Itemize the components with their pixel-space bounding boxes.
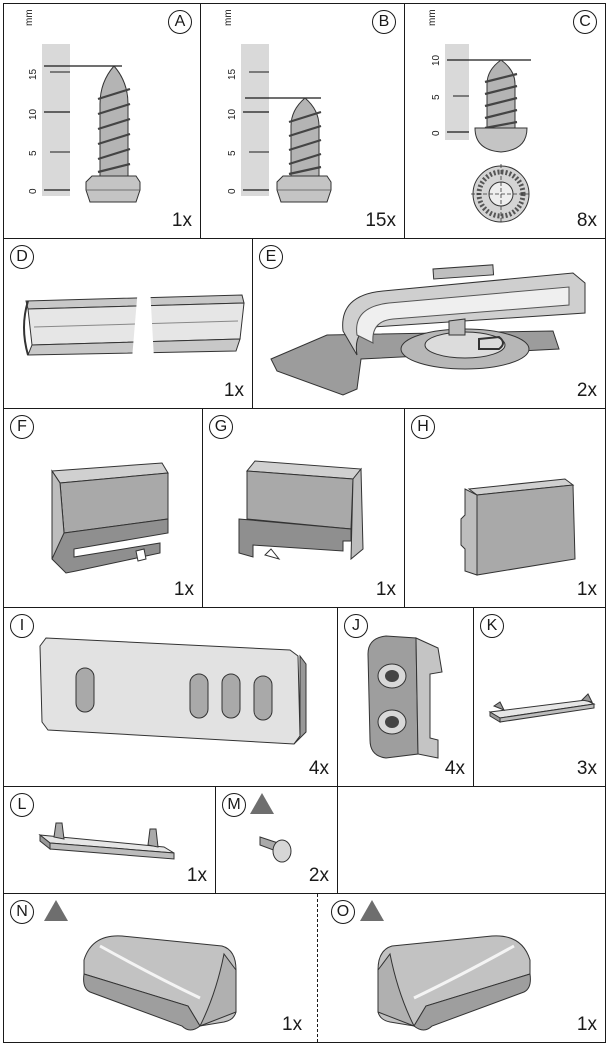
ruler-tick-label: 10 xyxy=(227,108,238,120)
part-quantity: 1x xyxy=(173,579,194,600)
part-letter: C xyxy=(573,10,597,34)
bracket-with-rotary-lock xyxy=(270,264,586,396)
part-quantity: 1x xyxy=(171,210,192,231)
part-quantity: 1x xyxy=(375,579,396,600)
part-letter: J xyxy=(344,614,368,638)
part-quantity: 8x xyxy=(576,210,597,231)
ruler-tick-label: 0 xyxy=(431,130,442,136)
warning-triangle-icon xyxy=(360,900,384,921)
ruler-tick-label: 10 xyxy=(28,108,39,120)
cover-piece-n xyxy=(83,935,237,1031)
part-quantity: 1x xyxy=(282,1014,303,1035)
part-cell-i: I 4x xyxy=(3,607,338,787)
screw-short-with-ruler xyxy=(241,44,332,203)
end-piece-g xyxy=(238,460,364,561)
cover-piece-o xyxy=(377,935,531,1031)
part-letter: N xyxy=(10,900,34,924)
part-cell-a: mm 0 5 10 15 A 1x xyxy=(3,3,201,239)
part-cell-k: K 3x xyxy=(473,607,606,787)
end-piece-h xyxy=(460,478,576,576)
part-quantity: 1x xyxy=(186,865,207,886)
part-quantity: 2x xyxy=(576,380,597,401)
ruler-tick-label: 5 xyxy=(227,150,238,156)
part-letter: H xyxy=(411,415,435,439)
part-letter: K xyxy=(480,614,504,638)
ruler-tick-label: 10 xyxy=(431,54,442,66)
ruler-tick-label: 15 xyxy=(227,68,238,80)
small-cover-cap-k xyxy=(488,693,596,723)
part-letter: O xyxy=(331,900,355,924)
part-quantity: 2x xyxy=(308,865,329,886)
part-letter: B xyxy=(372,10,396,34)
empty-cell xyxy=(337,786,606,894)
part-letter: E xyxy=(259,245,283,269)
part-quantity: 1x xyxy=(223,380,244,401)
double-hole-clip xyxy=(367,635,443,759)
ruler-tick-label: 0 xyxy=(28,188,39,194)
ruler-unit-label: mm xyxy=(223,9,234,26)
part-letter: I xyxy=(10,614,34,638)
part-cell-f: F 1x xyxy=(3,408,203,608)
part-cell-l: L 1x xyxy=(3,786,216,894)
part-letter: L xyxy=(10,793,34,817)
part-cell-no: N 1x O 1x xyxy=(3,893,606,1043)
part-cell-j: J 4x xyxy=(337,607,474,787)
ruler-unit-label: mm xyxy=(427,9,438,26)
rivet-pin xyxy=(259,836,292,863)
part-quantity: 4x xyxy=(308,758,329,779)
warning-triangle-icon xyxy=(44,900,68,921)
slotted-plate xyxy=(39,637,307,745)
part-quantity: 3x xyxy=(576,758,597,779)
end-piece-f xyxy=(51,462,169,574)
part-cell-c: mm 0 5 10 C 8x xyxy=(404,3,606,239)
ruler-tick-label: 0 xyxy=(227,188,238,194)
ruler-tick-label: 15 xyxy=(28,68,39,80)
rail-profile xyxy=(23,287,245,359)
part-quantity: 1x xyxy=(576,1014,597,1035)
ruler-unit-label: mm xyxy=(24,9,35,26)
part-cell-h: H 1x xyxy=(404,408,606,608)
screw-with-washer-and-ruler xyxy=(445,44,531,224)
screw-long-with-ruler xyxy=(42,44,141,203)
part-letter: D xyxy=(10,245,34,269)
part-letter: G xyxy=(209,415,233,439)
part-cell-g: G 1x xyxy=(202,408,405,608)
part-quantity: 1x xyxy=(576,579,597,600)
warning-triangle-icon xyxy=(250,793,274,814)
part-cell-b: mm 0 5 10 15 B 15x xyxy=(200,3,405,239)
part-cell-d: D 1x xyxy=(3,238,253,409)
ruler-tick-label: 5 xyxy=(431,94,442,100)
part-cell-m: M 2x xyxy=(215,786,338,894)
part-cell-e: E 2x xyxy=(252,238,606,409)
part-letter: M xyxy=(222,793,246,817)
part-quantity: 4x xyxy=(444,758,465,779)
small-cover-cap-l xyxy=(38,822,175,860)
part-quantity: 15x xyxy=(365,210,396,231)
dashed-divider xyxy=(317,894,318,1042)
part-letter: F xyxy=(10,415,34,439)
ruler-tick-label: 5 xyxy=(28,150,39,156)
part-letter: A xyxy=(168,10,192,34)
